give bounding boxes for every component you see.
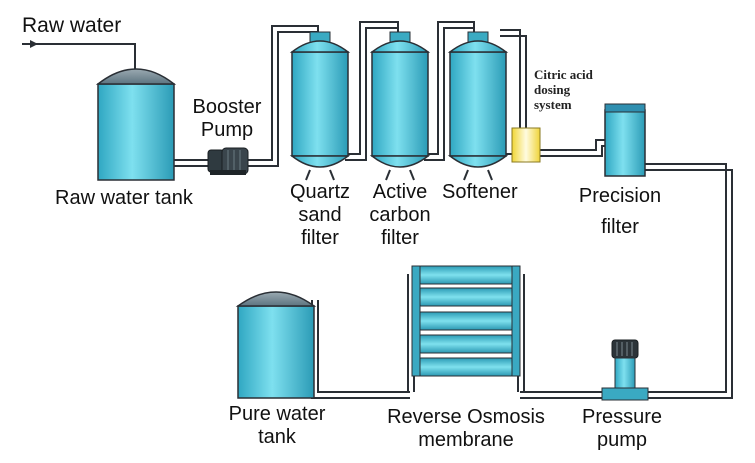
carbon-to-softener-pipe — [424, 21, 475, 155]
active-carbon-filter-vessel — [369, 31, 431, 181]
softener-label: Softener — [442, 181, 518, 203]
softener-outlet-pipe — [500, 29, 521, 134]
pressure-pump-icon — [601, 339, 649, 401]
citric-acid-dosing-box — [511, 127, 541, 163]
active-carbon-filter-label: Active carbon filter — [369, 181, 431, 249]
booster-pump-icon — [207, 147, 249, 175]
ro-tube — [417, 311, 515, 331]
quartz-sand-filter-label: Quartz sand filter — [289, 181, 351, 249]
raw-water-tank-label: Raw water tank — [55, 187, 193, 209]
raw-water-inlet-pipe — [22, 43, 136, 72]
quartz-sand-filter-vessel — [289, 31, 351, 181]
precision-filter-vessel — [604, 103, 646, 177]
raw-water-arrow-icon — [30, 40, 38, 48]
pump-to-quartz-pipe — [248, 25, 319, 161]
ro-tube — [417, 357, 515, 377]
precision-filter-label: Precision filter — [578, 185, 662, 238]
raw-water-tank — [95, 68, 177, 181]
softener-vessel — [447, 31, 509, 181]
pressure-pump-label: Pressure pump — [581, 406, 663, 451]
reverse-osmosis-membrane-bank — [411, 265, 521, 377]
quartz-to-carbon-pipe — [345, 21, 399, 155]
precision-to-pump-pipe — [640, 163, 727, 393]
reverse-osmosis-membrane-label: Reverse Osmosis membrane — [387, 406, 545, 451]
ro-tube — [417, 265, 515, 285]
ro-to-pure-tank-pipe — [317, 300, 410, 393]
ro-tube — [417, 287, 515, 307]
raw-water-label: Raw water — [22, 14, 122, 37]
ro-tube — [417, 334, 515, 354]
citric-acid-dosing-label: Citric acid dosing system — [534, 67, 593, 112]
pure-water-tank-label: Pure water tank — [228, 403, 326, 448]
booster-pump-label: Booster Pump — [192, 96, 262, 141]
pure-water-tank — [235, 291, 317, 399]
